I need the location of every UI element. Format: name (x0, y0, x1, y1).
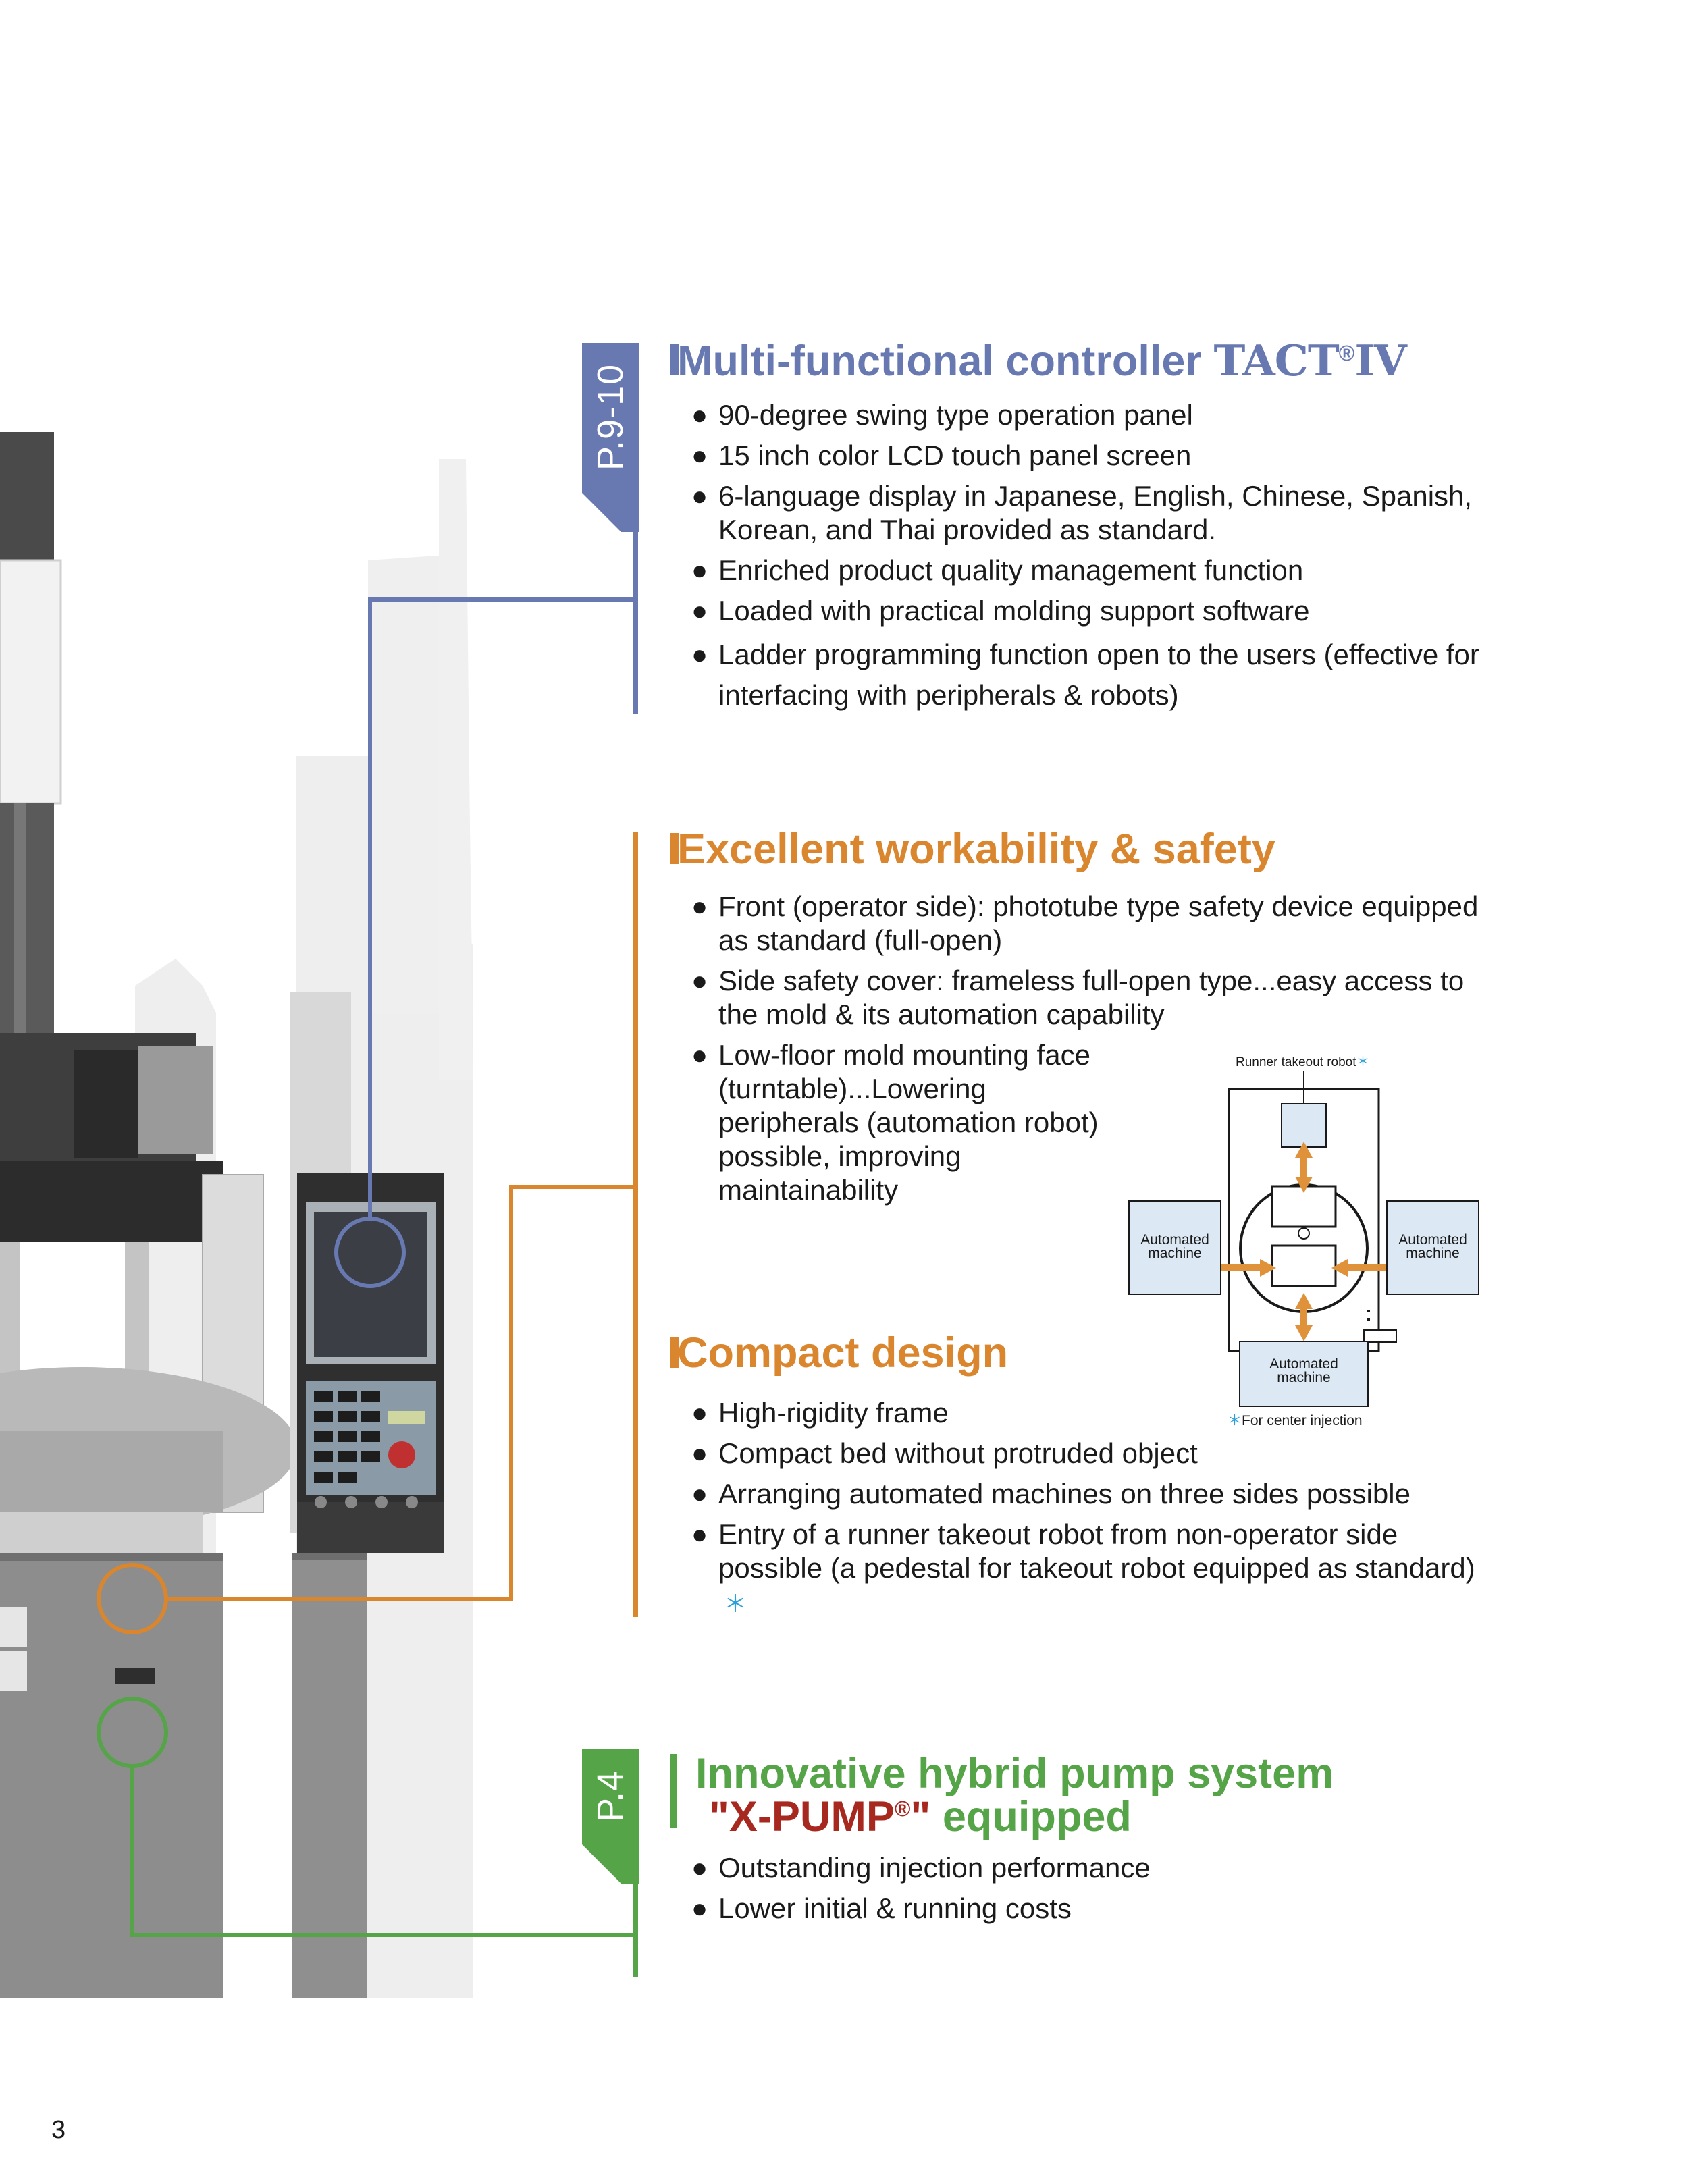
page-number: 3 (51, 2116, 66, 2144)
section-bar (670, 344, 679, 375)
list-item: Enriched product quality management func… (691, 554, 1546, 587)
tact-version: IV (1354, 336, 1406, 385)
registered-mark: ® (1338, 341, 1355, 365)
list-item: Lower initial & running costs (691, 1892, 1506, 1925)
pump-heading-rest: equipped (930, 1793, 1132, 1840)
automated-bottom-line1: Automated (1269, 1356, 1338, 1372)
list-item: Compact bed without protruded object (691, 1437, 1506, 1470)
page-tab-pump[interactable]: P.4 (582, 1749, 639, 1884)
compact-heading: Compact design (677, 1329, 1009, 1377)
xpump-quote: " (910, 1793, 931, 1840)
list-item: Arranging automated machines on three si… (691, 1477, 1506, 1511)
page-tab-label: P.9-10 (590, 363, 631, 471)
automated-right-line1: Automated (1398, 1232, 1467, 1248)
tab-shape (582, 343, 639, 532)
section-bar (670, 833, 679, 864)
list-item: Outstanding injection performance (691, 1851, 1506, 1885)
automated-right-line2: machine (1406, 1246, 1459, 1261)
registered-mark: ® (894, 1796, 911, 1821)
pump-heading-line1: Innovative hybrid pump system (695, 1750, 1334, 1797)
controller-heading: Multi-functional controller TACT®IV (677, 336, 1407, 385)
xpump-name: "X-PUMP (709, 1793, 895, 1840)
asterisk-icon: ＊ (724, 1591, 747, 1617)
pump-heading: Innovative hybrid pump system "X-PUMP®" … (695, 1752, 1334, 1838)
list-item: 6-language display in Japanese, English,… (691, 479, 1529, 547)
page-tab-controller[interactable]: P.9-10 (582, 343, 639, 532)
automated-bottom-line2: machine (1277, 1370, 1330, 1385)
asterisk-icon: ＊ (1356, 1055, 1370, 1069)
page-tab-label: P.4 (590, 1769, 631, 1822)
list-item: Loaded with practical molding support so… (691, 594, 1546, 628)
list-item: High-rigidity frame (691, 1396, 1506, 1430)
pump-bullets: Outstanding injection performance Lower … (691, 1851, 1506, 1925)
automated-left-line2: machine (1148, 1246, 1201, 1261)
controller-bullets: 90-degree swing type operation panel 15 … (691, 398, 1546, 716)
compact-bullets: High-rigidity frame Compact bed without … (691, 1396, 1506, 1621)
list-item: 15 inch color LCD touch panel screen (691, 439, 1546, 473)
section-bar (670, 1754, 677, 1828)
list-item: Ladder programming function open to the … (691, 635, 1529, 716)
list-item: Front (operator side): phototube type sa… (691, 890, 1506, 957)
list-item: 90-degree swing type operation panel (691, 398, 1546, 432)
runner-robot-label: Runner takeout robot＊ (1236, 1055, 1370, 1069)
runner-robot-text: Runner takeout robot (1236, 1055, 1356, 1069)
workability-heading: Excellent workability & safety (677, 826, 1275, 873)
automated-left-line1: Automated (1140, 1232, 1209, 1248)
controller-heading-text: Multi-functional controller (677, 338, 1214, 385)
list-item: Entry of a runner takeout robot from non… (691, 1518, 1502, 1621)
pump-heading-line2: "X-PUMP®" equipped (695, 1795, 1334, 1838)
tab-shape (582, 1749, 639, 1884)
section-bar (670, 1337, 679, 1368)
workability-bullets: Front (operator side): phototube type sa… (691, 890, 1506, 1207)
list-item-text: Entry of a runner takeout robot from non… (718, 1518, 1475, 1584)
list-item: Low-floor mold mounting face (turntable)… (691, 1038, 1103, 1207)
tact-logo: TACT (1213, 336, 1339, 385)
list-item: Side safety cover: frameless full-open t… (691, 964, 1506, 1032)
